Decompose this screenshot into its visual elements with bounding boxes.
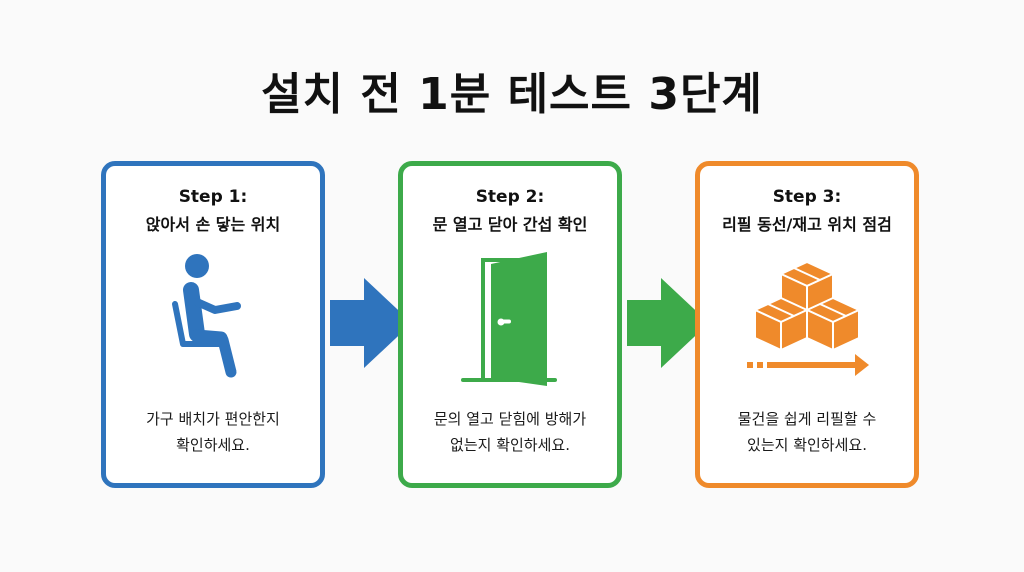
step-1-desc-line2: 확인하세요. (176, 436, 250, 454)
step-2-desc-line1: 문의 열고 닫힘에 방해가 (433, 410, 587, 428)
step-2-subheading: 문 열고 닫아 간섭 확인 (432, 215, 588, 234)
step-2-heading: Step 2: (475, 187, 545, 207)
seated-person-icon (106, 246, 320, 386)
step-1-heading: Step 1: (178, 187, 248, 207)
step-2-desc-line2: 없는지 확인하세요. (450, 436, 570, 454)
step-3-card: Step 3: 리필 동선/재고 위치 점검 (695, 161, 919, 488)
step-2-description: 문의 열고 닫힘에 방해가 없는지 확인하세요. (403, 406, 617, 458)
open-door-icon (403, 246, 617, 386)
right-arrow-icon (627, 278, 709, 368)
step-1-title: Step 1: 앉아서 손 닿는 위치 (106, 183, 320, 239)
step-3-desc-line2: 있는지 확인하세요. (747, 436, 867, 454)
step-1-description: 가구 배치가 편안한지 확인하세요. (106, 406, 320, 458)
right-arrow-icon (330, 278, 412, 368)
step-3-subheading: 리필 동선/재고 위치 점검 (722, 215, 892, 234)
stacked-boxes-icon (700, 246, 914, 386)
step-3-desc-line1: 물건을 쉽게 리필할 수 (737, 410, 877, 428)
page-title: 설치 전 1분 테스트 3단계 (261, 69, 763, 120)
step-1-desc-line1: 가구 배치가 편안한지 (146, 410, 280, 428)
step-3-description: 물건을 쉽게 리필할 수 있는지 확인하세요. (700, 406, 914, 458)
step-3-title: Step 3: 리필 동선/재고 위치 점검 (700, 183, 914, 239)
step-1-subheading: 앉아서 손 닿는 위치 (145, 215, 281, 234)
step-2-card: Step 2: 문 열고 닫아 간섭 확인 문의 열고 닫힘에 방해가 없는지 … (398, 161, 622, 488)
step-2-title: Step 2: 문 열고 닫아 간섭 확인 (403, 183, 617, 239)
step-3-heading: Step 3: (772, 187, 842, 207)
step-1-card: Step 1: 앉아서 손 닿는 위치 가구 배치가 편안한지 확인하세요. (101, 161, 325, 488)
